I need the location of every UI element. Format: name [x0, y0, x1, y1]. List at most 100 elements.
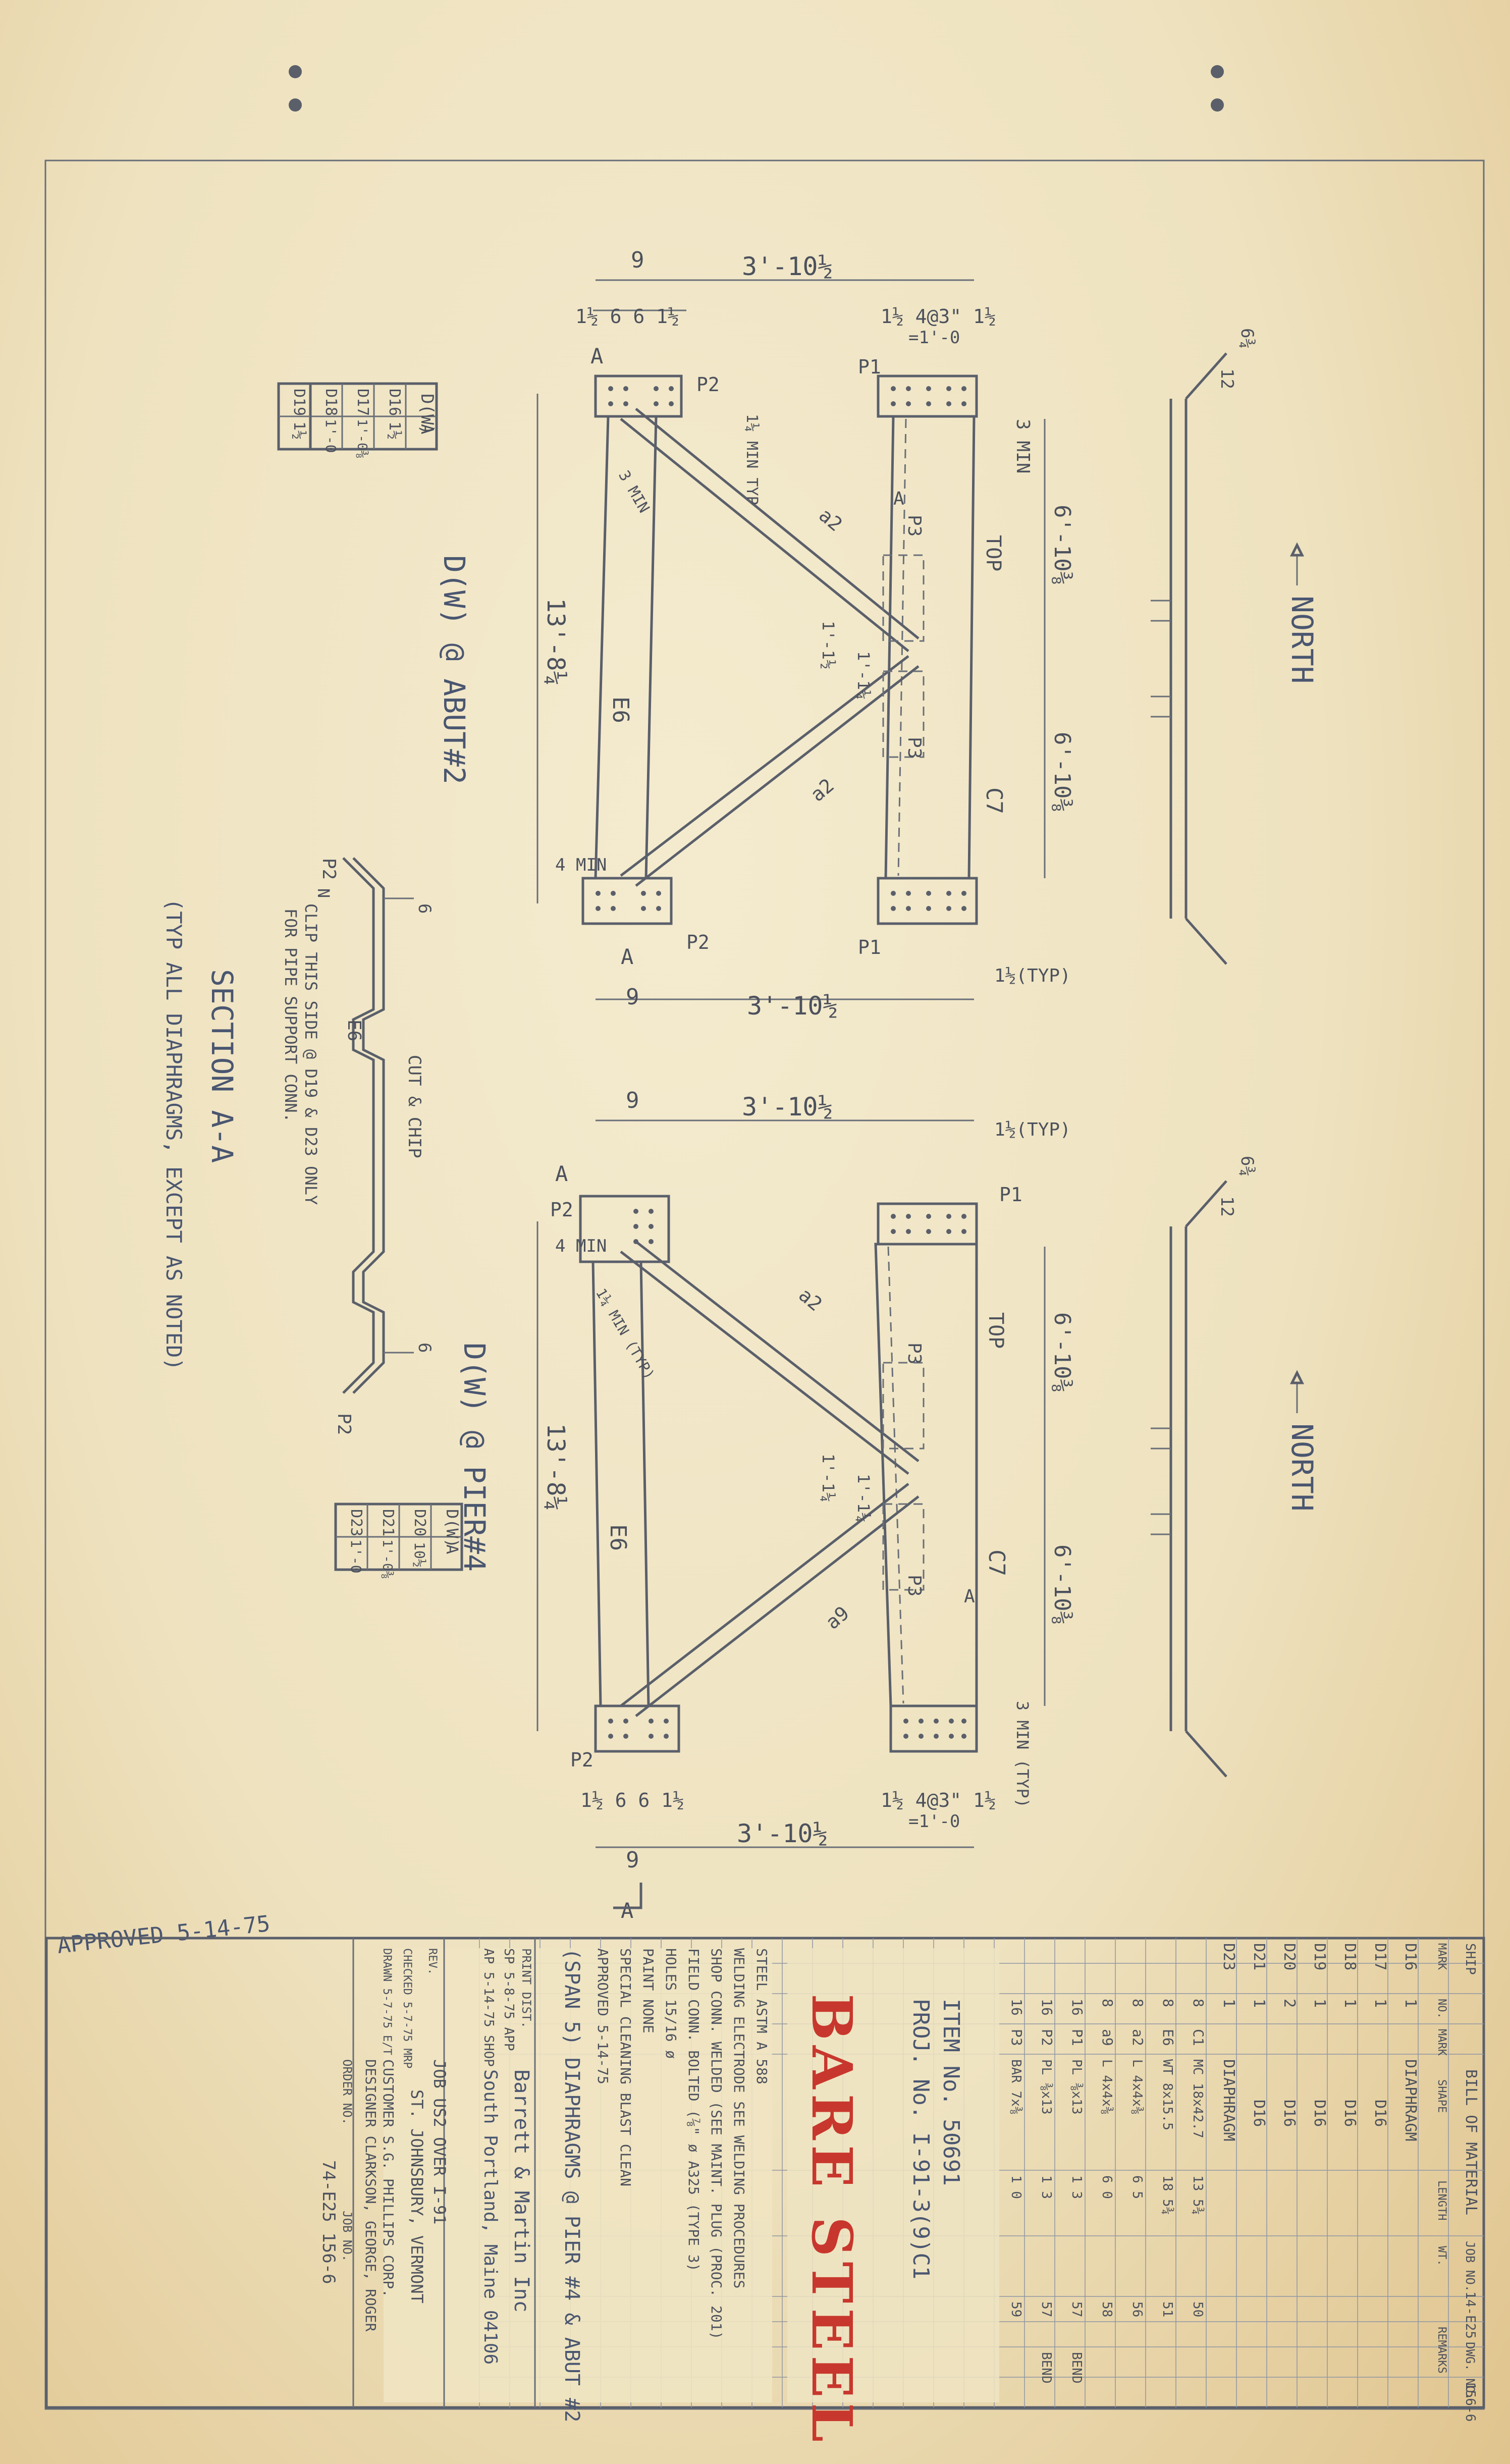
table-header: A — [417, 424, 437, 434]
bom-cell: a2 — [1129, 2029, 1146, 2046]
bom-cell: 6 5 — [1129, 2175, 1145, 2199]
label-p3: P3 — [904, 1575, 925, 1596]
label-e6: E6 — [608, 697, 633, 723]
angle-rise: 6¾ — [1237, 328, 1257, 349]
bom-cell: D21 — [1250, 1943, 1268, 1970]
designer: DESIGNER CLARKSON, GEORGE, ROGER — [362, 2059, 379, 2332]
bom-cell: 16 — [1039, 1999, 1055, 2016]
drawn-by: DRAWN 5-7-75 E/T — [381, 1948, 393, 2055]
bom-header: REMARKS — [1435, 2327, 1448, 2374]
bom-header: LENGTH — [1435, 2180, 1448, 2220]
dim-height: 13'-8¼ — [542, 1423, 570, 1511]
dim-min4: 4 MIN — [555, 1236, 607, 1256]
dim-min3: 3 MIN — [1012, 419, 1033, 473]
section-arrow — [613, 1883, 642, 1909]
label-a2: a2 — [806, 774, 838, 806]
label-a: A — [964, 1586, 975, 1607]
customer: CUSTOMER S.G. PHILLIPS CORP. — [380, 2059, 397, 2297]
label-e6: E6 — [605, 1524, 631, 1551]
bom-cell: D16 — [1371, 2100, 1389, 2127]
dim-rot2: 1'-1¼ — [854, 651, 873, 700]
view-abut-2: 3'-10½ 9 1½ 6 6 1½ 1½ 4@3" 1½ =1'-0 A P2… — [437, 247, 1319, 1021]
plate-p2-bottom — [594, 1704, 680, 1753]
label-p2: P2 — [696, 373, 720, 396]
bom-cell: 50 — [1190, 2301, 1205, 2317]
bom-cell: 16 — [1008, 1999, 1025, 2016]
checked-by: CHECKED 5-7-75 MRP — [401, 1948, 413, 2068]
bom-cell: D18 — [1341, 1943, 1359, 1970]
bom-cell: 1 — [1311, 1999, 1328, 2008]
bom-cell: 1 — [1401, 1999, 1419, 2008]
dim-bottom-width: 3'-10½ — [747, 991, 838, 1021]
punch-hole — [289, 98, 302, 112]
table-header: D(W) — [417, 394, 437, 435]
section-cut-label: CUT & CHIP — [404, 1055, 424, 1158]
table-cell: 10½ — [411, 1542, 428, 1568]
member-c7 — [884, 415, 976, 880]
bom-cell: 1 0 — [1008, 2175, 1023, 2199]
bom-cell: L 4x4x⅜ — [1129, 2059, 1145, 2115]
label-c7: C7 — [981, 787, 1007, 814]
angle-rise: 6¾ — [1237, 1156, 1257, 1176]
bom-cell: PL ⅜x13 — [1039, 2059, 1054, 2115]
table-cell: 1'-0⅜ — [354, 419, 369, 458]
bare-steel-stamp: BARE STEEL — [799, 1994, 865, 2447]
table-abut: D(W) A D16 1½ D17 1'-0⅜ D18 1'-0 D19 1½ — [277, 382, 438, 458]
bom-cell: 13 5¾ — [1190, 2175, 1205, 2215]
label-a2: a2 — [794, 1283, 826, 1315]
dim-min3: 3 MIN (TYP) — [1013, 1701, 1032, 1808]
bom-cell: D23 — [1220, 1943, 1237, 1970]
label-top: TOP — [982, 535, 1005, 571]
dim-upper-seg: 6'-10⅜ — [1049, 505, 1075, 585]
bom-cell: 58 — [1099, 2301, 1114, 2317]
print-dist-label: PRINT DIST. — [519, 1948, 533, 2028]
label-c7: C7 — [984, 1549, 1009, 1576]
section-dim: 6 — [414, 1343, 435, 1353]
label-p3: P3 — [904, 737, 925, 759]
note-line: HOLES 15/16 ø — [663, 1948, 679, 2059]
table-header: D(W) — [443, 1509, 462, 1548]
bom-cell: 1 — [1220, 1999, 1237, 2008]
angle-run: 12 — [1217, 368, 1237, 389]
print-dist-row: AP 5-14-75 SHOP — [481, 1948, 496, 2067]
bom-cell: 6 0 — [1099, 2175, 1114, 2199]
bom-cell: 57 — [1069, 2301, 1084, 2317]
bom-cell: E6 — [1160, 2029, 1176, 2046]
dwg-no-label: DWG. NO. — [1463, 2342, 1477, 2400]
section-label: P2 — [334, 1413, 354, 1435]
note-line: WELDING ELECTRODE SEE WELDING PROCEDURES — [731, 1948, 747, 2288]
bom-cell: BEND — [1039, 2352, 1054, 2384]
table-cell: D16 — [386, 389, 403, 416]
dim-rot1: 1'-1¼ — [819, 1454, 838, 1502]
bom-cell: D16 — [1250, 2100, 1268, 2127]
label-p3: P3 — [904, 515, 925, 537]
bar-p3-lower — [882, 670, 925, 758]
table-cell: 1½ — [386, 421, 403, 440]
bom-cell: WT 8x15.5 — [1160, 2059, 1175, 2130]
bom-cell: 8 — [1129, 1999, 1146, 2007]
table-cell: D18 — [322, 389, 340, 416]
dim-top-width: 3'-10½ — [742, 252, 833, 281]
bom-cell: DIAPHRAGM — [1401, 2059, 1419, 2141]
brace-a2-lower — [620, 655, 909, 877]
bom-cell: D20 — [1280, 1943, 1298, 1970]
bom-cell: L 4x4x⅜ — [1099, 2059, 1114, 2115]
label-top: TOP — [984, 1312, 1007, 1349]
sheet-title: (SPAN 5) DIAPHRAGMS @ PIER #4 & ABUT #2 — [560, 1948, 583, 2422]
dim-top-width: 3'-10½ — [742, 1092, 833, 1121]
dim-rot2: 1'-1¼ — [854, 1474, 873, 1522]
dim-bolt-row-sub: =1'-0 — [908, 1811, 960, 1832]
section-subtitle: (TYP ALL DIAPHRAGMS, EXCEPT AS NOTED) — [161, 898, 186, 1371]
sheet-border — [44, 159, 1485, 2410]
label-p2: P2 — [570, 1749, 594, 1771]
table-header: A — [443, 1544, 462, 1554]
bom-cell: 51 — [1160, 2301, 1175, 2317]
label-a9: a9 — [822, 1602, 853, 1634]
brace-a2 — [620, 1251, 909, 1475]
label-a: A — [893, 489, 904, 509]
section-outline — [342, 857, 375, 1394]
punch-hole — [1211, 98, 1224, 112]
dim-rot1: 1'-1½ — [819, 621, 838, 669]
note-line: FIELD CONN. BOLTED (⅞" ø A325 (TYPE 3) — [685, 1948, 702, 2272]
bom-cell: 56 — [1129, 2301, 1145, 2317]
